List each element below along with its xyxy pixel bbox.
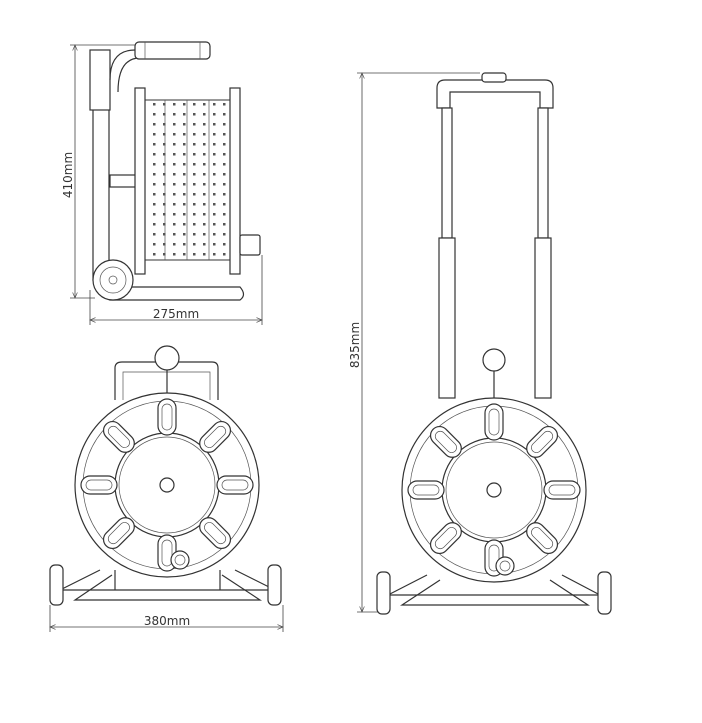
side-depth-label: 275mm bbox=[153, 307, 199, 321]
total-height-label: 835mm bbox=[348, 322, 362, 368]
front-view: 380mm bbox=[49, 345, 283, 632]
side-view: 410mm 275mm bbox=[61, 41, 262, 325]
extended-view: 835mm bbox=[348, 73, 612, 615]
base-width-label: 380mm bbox=[144, 614, 190, 628]
crank-knob-icon bbox=[239, 234, 261, 256]
left-wheel-icon bbox=[49, 564, 64, 606]
wheel-icon bbox=[92, 259, 134, 301]
right-wheel-icon bbox=[267, 564, 282, 606]
side-height-label: 410mm bbox=[61, 152, 75, 198]
